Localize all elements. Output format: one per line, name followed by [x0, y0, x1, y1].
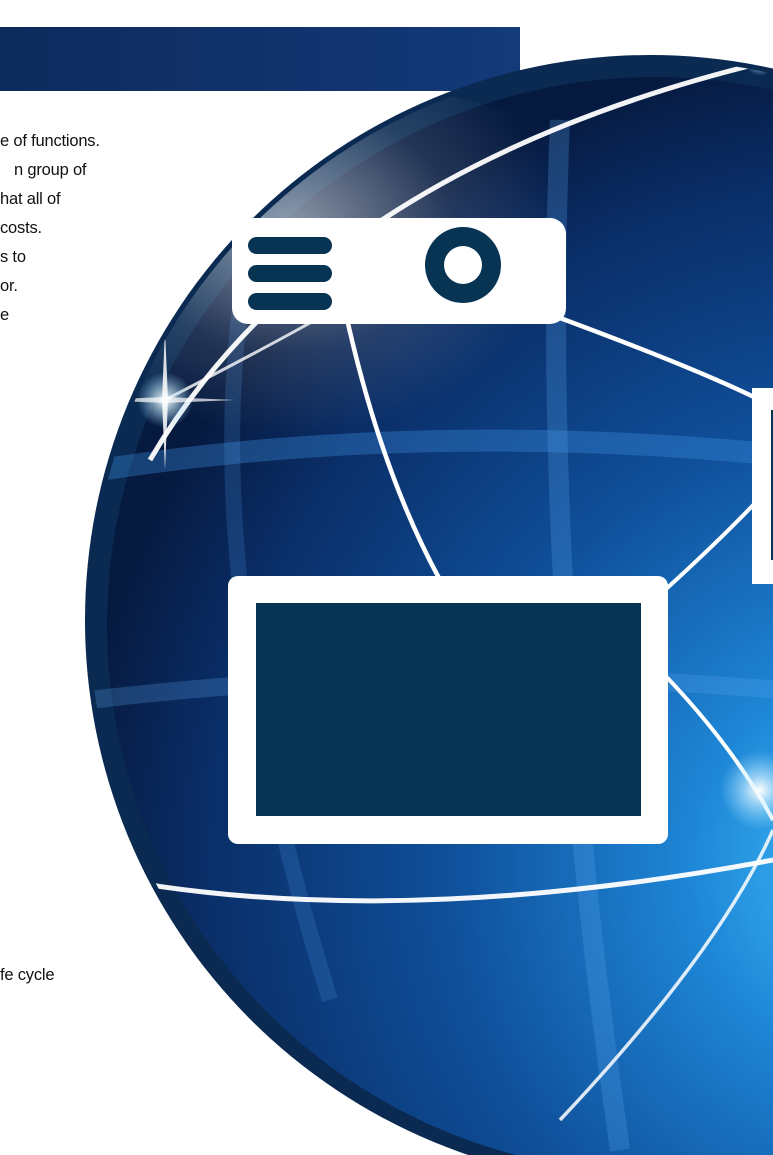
screen-icon [228, 576, 668, 844]
projector-icon [232, 218, 566, 324]
display-box-icon [752, 388, 773, 584]
